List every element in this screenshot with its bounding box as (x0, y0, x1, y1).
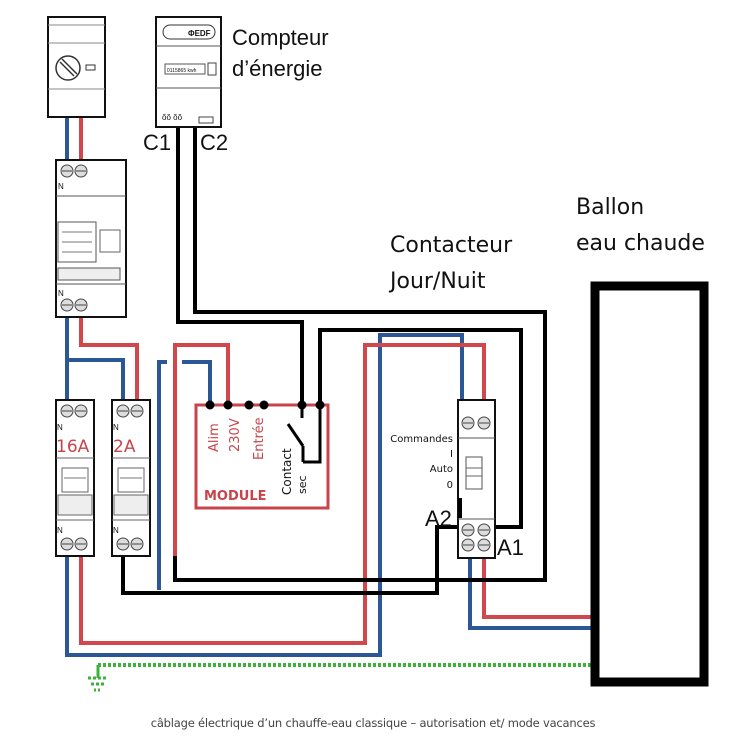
svg-text:ŏŏ ŏŏ: ŏŏ ŏŏ (162, 113, 183, 122)
breaker-2a: N 2A N (111, 399, 151, 557)
svg-text:2A: 2A (113, 437, 136, 457)
svg-text:Contact: Contact (280, 448, 294, 495)
earth-wire (96, 663, 595, 678)
water-heater-tank (590, 281, 709, 687)
label-cmd-off: 0 (447, 480, 453, 491)
ground-icon (88, 676, 108, 692)
svg-text:230V: 230V (228, 418, 243, 452)
svg-text:N: N (58, 289, 64, 298)
tank-title-line1: Ballon (576, 195, 644, 220)
contactor-title-line1: Contacteur (390, 233, 513, 258)
tank-title-line2: eau chaude (576, 231, 705, 256)
svg-text:Alim: Alim (207, 423, 222, 452)
svg-text:sec: sec (296, 475, 309, 494)
phase-wires (79, 118, 595, 645)
breaker-16a: N 16A N (55, 399, 95, 557)
dry-contact-switch (286, 405, 322, 464)
svg-text:0115865 kwh: 0115865 kwh (167, 68, 197, 74)
contactor-title-line2: Jour/Nuit (388, 269, 486, 294)
label-a1: A1 (497, 535, 524, 560)
energy-meter: ΦEDF 0115865 kwh ŏŏ ŏŏ (155, 16, 222, 128)
svg-text:N: N (57, 423, 63, 432)
label-c2: C2 (200, 130, 228, 155)
label-commandes: Commandes (390, 434, 453, 445)
control-wires (121, 128, 547, 595)
svg-text:ΦEDF: ΦEDF (188, 29, 211, 38)
module: Alim 230V Entrée Contact sec MODULE (194, 400, 330, 510)
main-disconnector (47, 16, 106, 118)
svg-text:N: N (113, 526, 119, 535)
meter-title-line1: Compteur (232, 25, 329, 50)
neutral-wires (65, 118, 595, 657)
meter-title-line2: d’énergie (232, 56, 323, 81)
label-c1: C1 (143, 130, 171, 155)
label-a2: A2 (425, 506, 452, 531)
svg-text:N: N (58, 182, 64, 191)
svg-text:N: N (57, 526, 63, 535)
differential-breaker: N N (55, 159, 127, 318)
label-cmd-on: I (450, 449, 453, 460)
day-night-contactor (457, 399, 496, 559)
label-cmd-auto: Auto (430, 464, 453, 475)
svg-text:N: N (113, 423, 119, 432)
svg-text:MODULE: MODULE (204, 489, 267, 504)
svg-text:Entrée: Entrée (252, 417, 267, 460)
svg-text:16A: 16A (56, 437, 90, 457)
figure-caption: câblage électrique d’un chauffe-eau clas… (150, 716, 596, 730)
